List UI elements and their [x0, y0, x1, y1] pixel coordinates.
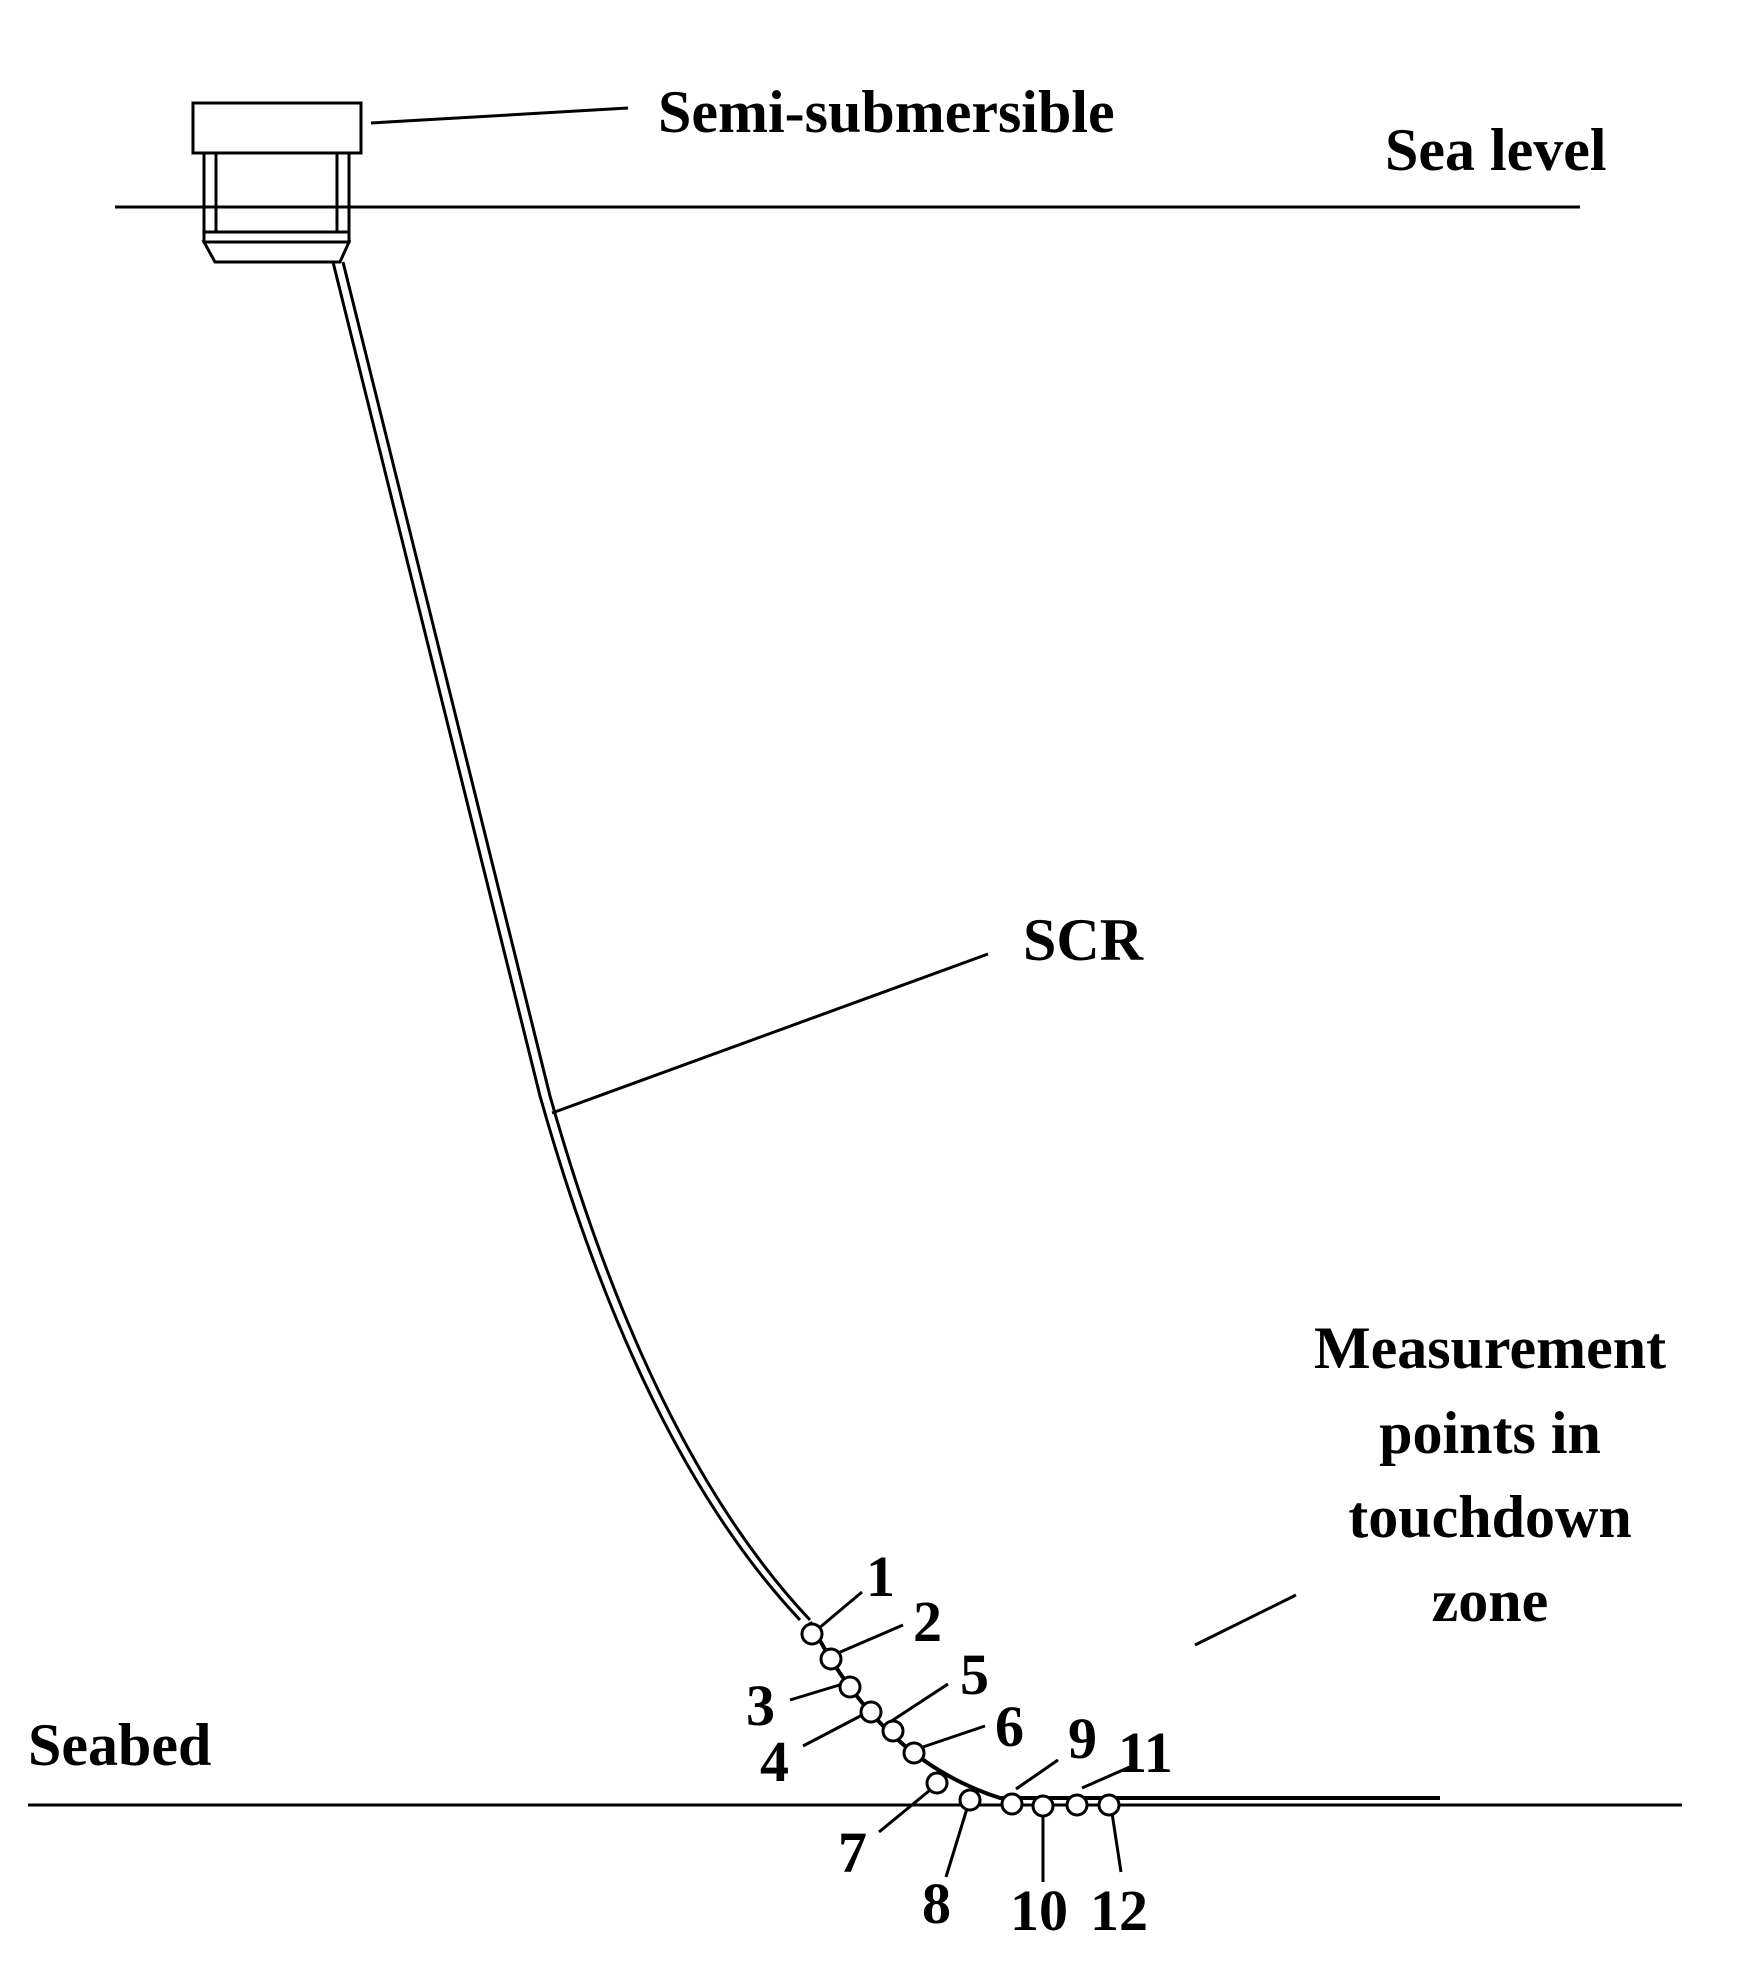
seabed-label: Seabed [28, 1712, 211, 1778]
scr-leader-line [551, 952, 989, 1115]
measurement-point-5 [881, 1719, 905, 1743]
riser-inner [341, 261, 812, 1622]
sea-level-label: Sea level [1385, 117, 1607, 183]
measurement-point-1 [800, 1622, 824, 1646]
point-leader-6 [913, 1724, 986, 1752]
point-label-12: 12 [1090, 1878, 1148, 1943]
point-label-4: 4 [760, 1729, 789, 1794]
semi-submersible-label: Semi-submersible [658, 79, 1115, 145]
point-label-6: 6 [995, 1694, 1024, 1759]
point-label-7: 7 [838, 1820, 867, 1885]
point-leader-11 [1081, 1764, 1133, 1790]
point-leader-7 [878, 1784, 936, 1834]
point-label-10: 10 [1010, 1878, 1068, 1943]
point-label-3: 3 [746, 1673, 775, 1738]
riser-outer [331, 261, 802, 1622]
semi-submersible-vessel [191, 101, 363, 264]
point-label-2: 2 [913, 1589, 942, 1654]
point-leader-2 [830, 1623, 904, 1658]
point-leader-5 [889, 1682, 949, 1724]
point-label-1: 1 [866, 1544, 895, 1609]
measurement-point-4 [859, 1700, 883, 1724]
point-leader-12 [1110, 1812, 1123, 1873]
point-leader-9 [1015, 1758, 1059, 1791]
point-leader-4 [802, 1710, 869, 1748]
point-label-11: 11 [1118, 1720, 1173, 1785]
point-label-5: 5 [960, 1642, 989, 1707]
vessel-leader-line [370, 106, 629, 125]
point-leader-3 [789, 1681, 847, 1702]
measurement-point-9 [1000, 1792, 1024, 1816]
measurement-point-12 [1097, 1793, 1121, 1817]
measurement-label-line-3: touchdown [1348, 1484, 1631, 1550]
scr-label: SCR [1023, 907, 1144, 973]
measurement-label-line-1: Measurement [1314, 1315, 1666, 1381]
measurement-point-3 [838, 1675, 862, 1699]
measurement-point-8 [958, 1788, 982, 1812]
measurement-point-2 [819, 1647, 843, 1671]
measurement-point-11 [1065, 1793, 1089, 1817]
measurement-label-line-2: points in [1379, 1400, 1601, 1466]
point-label-8: 8 [922, 1871, 951, 1936]
touchdown-leader-line [1194, 1593, 1297, 1647]
point-leader-8 [944, 1801, 971, 1878]
measurement-point-10 [1031, 1794, 1055, 1818]
measurement-point-7 [925, 1771, 949, 1795]
point-label-9: 9 [1068, 1706, 1097, 1771]
measurement-point-6 [902, 1741, 926, 1765]
measurement-label-line-4: zone [1432, 1568, 1549, 1634]
